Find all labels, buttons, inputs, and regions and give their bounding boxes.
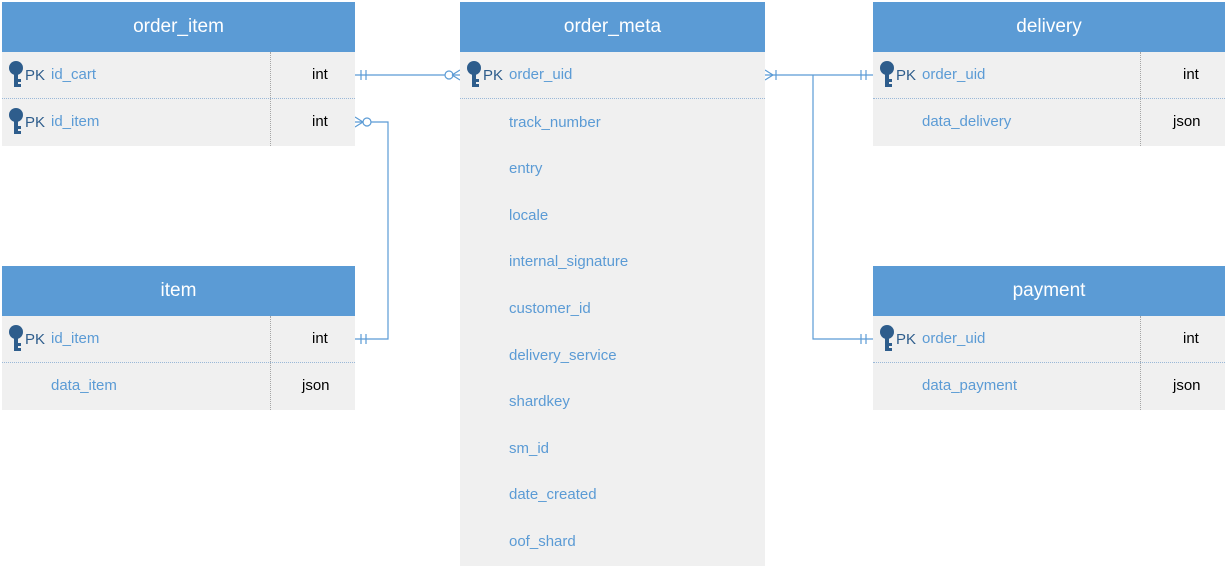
field-name: data_payment <box>922 377 1018 394</box>
field-name: shardkey <box>509 393 570 410</box>
pk-label: PK <box>25 113 46 131</box>
field-name: order_uid <box>922 66 986 83</box>
field-type: json <box>1173 113 1201 130</box>
field-type: int <box>1183 330 1199 347</box>
field-name: id_item <box>51 330 100 347</box>
field-name: oof_shard <box>509 533 576 550</box>
entity-delivery[interactable]: delivery PK order_uid int data_delivery … <box>873 2 1225 146</box>
field-row[interactable]: data_delivery json <box>873 99 1225 145</box>
pk-label: PK <box>25 330 46 348</box>
field-type: int <box>312 66 328 83</box>
key-icon <box>9 61 23 87</box>
field-name: delivery_service <box>509 347 617 364</box>
pk-label: PK <box>896 330 917 348</box>
entity-title: delivery <box>873 2 1225 52</box>
entity-title: order_item <box>2 2 355 52</box>
field-type: int <box>1183 66 1199 83</box>
field-name: id_item <box>51 113 100 130</box>
key-icon <box>9 325 23 351</box>
entity-title: payment <box>873 266 1225 316</box>
field-name: sm_id <box>509 440 550 457</box>
field-row[interactable]: PK id_cart int <box>2 52 355 99</box>
entity-title: order_meta <box>460 2 765 52</box>
key-icon <box>467 61 481 87</box>
connector-order-meta-payment <box>812 75 873 340</box>
field-name: id_cart <box>51 66 97 83</box>
field-name: data_delivery <box>922 113 1012 130</box>
entity-payment[interactable]: payment PK order_uid int data_payment js… <box>873 266 1225 410</box>
field-row[interactable]: PK order_uid int <box>873 52 1225 99</box>
field-name: internal_signature <box>509 253 629 270</box>
entity-order-item[interactable]: order_item PK id_cart int PK id_item int <box>2 2 355 146</box>
connector-order-item-item <box>355 121 389 340</box>
field-name: order_uid <box>509 66 573 83</box>
field-name: entry <box>509 160 543 177</box>
field-row[interactable]: PK order_uid int <box>873 316 1225 363</box>
field-name: data_item <box>51 377 117 394</box>
key-icon <box>880 325 894 351</box>
field-type: json <box>302 377 330 394</box>
pk-label: PK <box>25 66 46 84</box>
field-row[interactable]: PK id_item int <box>2 316 355 363</box>
field-name: order_uid <box>922 330 986 347</box>
field-name: date_created <box>509 486 597 503</box>
key-icon <box>880 61 894 87</box>
field-name: customer_id <box>509 300 591 317</box>
entity-item[interactable]: item PK id_item int data_item json <box>2 266 355 410</box>
entity-title: item <box>2 266 355 316</box>
pk-label: PK <box>483 66 504 84</box>
field-type: int <box>312 330 328 347</box>
field-name: track_number <box>509 114 601 131</box>
field-row[interactable]: PK id_item int <box>2 99 355 145</box>
field-name: locale <box>509 207 549 224</box>
field-row[interactable]: PK order_uid <box>460 52 765 99</box>
key-icon <box>9 108 23 134</box>
field-type: int <box>312 113 328 130</box>
field-row[interactable]: data_payment json <box>873 363 1225 409</box>
field-type: json <box>1173 377 1201 394</box>
entity-order-meta[interactable]: order_meta PK order_uid track_number ent… <box>460 2 765 566</box>
pk-label: PK <box>896 66 917 84</box>
field-row[interactable]: data_item json <box>2 363 355 409</box>
